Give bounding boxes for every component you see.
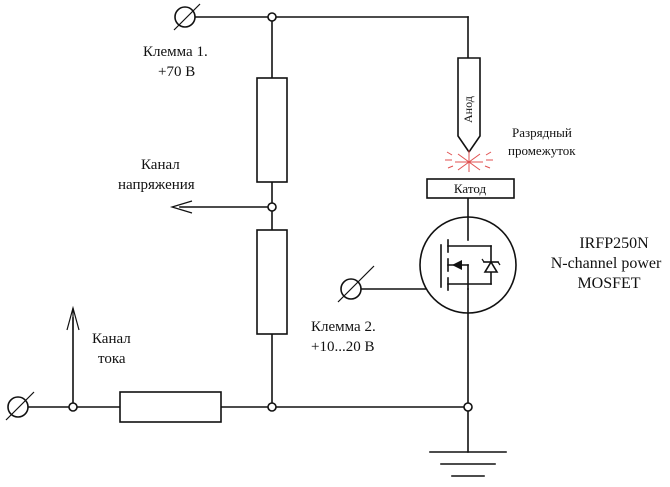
terminal-1-label-line2: +70 В [158,64,195,80]
voltage-channel-label-line1: Канал [141,157,180,173]
junction-dots [68,12,473,412]
cathode-plate [426,178,515,199]
terminal-2-symbol [337,265,375,303]
terminal-1-symbol [173,3,201,31]
wires [17,16,469,453]
mosfet-label-line1: IRFP250N [579,235,649,252]
junction-current [68,402,78,412]
junction-top [267,12,277,22]
mosfet-label-line3: MOSFET [577,275,640,292]
gap-label-line1: Разрядный [512,125,572,140]
terminal-left-symbol [5,391,35,421]
voltage-channel-label-line2: напряжения [118,177,195,193]
anode-label: Анод [461,96,475,123]
junction-bottom-right [463,402,473,412]
terminal-2-label-line1: Клемма 2. [311,319,376,335]
resistor-shunt [119,391,222,423]
current-channel-label-line2: тока [98,351,126,367]
mosfet-symbol [419,216,517,314]
mosfet-label-line2: N-channel power [551,255,662,272]
current-channel-arrow [66,305,80,331]
junction-mid [267,202,277,212]
spark-icon [445,150,493,172]
junction-bottom-mid [267,402,277,412]
voltage-channel-arrow [169,200,193,214]
gap-label-line2: промежуток [508,143,576,158]
current-channel-label-line1: Канал [92,331,131,347]
terminal-2-label-line2: +10...20 В [311,339,374,355]
resistor-r2 [256,229,288,335]
resistor-r1 [256,77,288,183]
ground-icon [429,451,507,477]
terminal-1-label-line1: Клемма 1. [143,44,208,60]
cathode-label: Катод [454,181,487,196]
anode-electrode [457,57,481,154]
